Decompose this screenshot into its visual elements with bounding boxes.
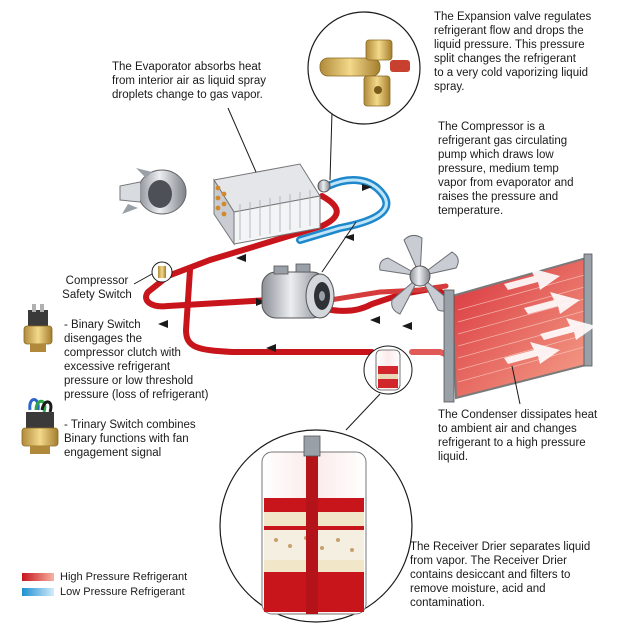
refrigerant-lines (143, 176, 453, 359)
receiver-drier-small (345, 345, 413, 431)
condenser-label: The Condenser dissipates heat to ambient… (438, 409, 598, 463)
legend-high: High Pressure Refrigerant (22, 570, 187, 584)
flow-arrow (362, 184, 372, 191)
legend-high-label: High Pressure Refrigerant (60, 571, 188, 583)
condenser-icon (443, 253, 596, 405)
airflow-arrows (504, 268, 596, 364)
evaporator-leader (227, 107, 257, 173)
high-pressure-line (143, 193, 453, 314)
flow-arrow (158, 320, 168, 328)
flow-arrow (402, 322, 412, 330)
receiver-drier-label: The Receiver Drier separates liquid from… (410, 541, 591, 609)
evaporator-label: The Evaporator absorbs heat from interio… (112, 61, 267, 101)
compressor-icon (261, 221, 357, 319)
compressor-label: The Compressor is a refrigerant gas circ… (438, 121, 574, 217)
receiver-drier-icon (219, 429, 413, 623)
flow-arrow (370, 316, 380, 324)
legend-low: Low Pressure Refrigerant (22, 585, 185, 599)
legend-low-swatch (22, 588, 54, 596)
pressure-switch-icon (133, 261, 173, 285)
blower-fan-icon (119, 168, 187, 215)
legend-low-label: Low Pressure Refrigerant (60, 586, 185, 598)
flow-arrows (158, 184, 412, 352)
flow-arrow (266, 344, 276, 352)
legend-high-swatch (22, 573, 54, 581)
binary-switch-icon (23, 304, 53, 352)
expansion-valve-label: The Expansion valve regulates refrigeran… (434, 11, 592, 93)
flow-arrow (256, 298, 266, 306)
flow-arrow (236, 254, 246, 262)
trinary-switch-icon (21, 398, 59, 454)
expansion-valve-icon (307, 11, 421, 181)
trinary-switch-label: - Trinary Switch combines Binary functio… (64, 419, 196, 459)
high-pressure-line-lower (182, 267, 375, 355)
flow-arrow (344, 234, 354, 241)
evaporator-core-icon (213, 163, 331, 246)
safety-switch-label: Compressor Safety Switch (62, 275, 132, 301)
binary-switch-label: - Binary Switch disengages the compresso… (64, 319, 209, 401)
